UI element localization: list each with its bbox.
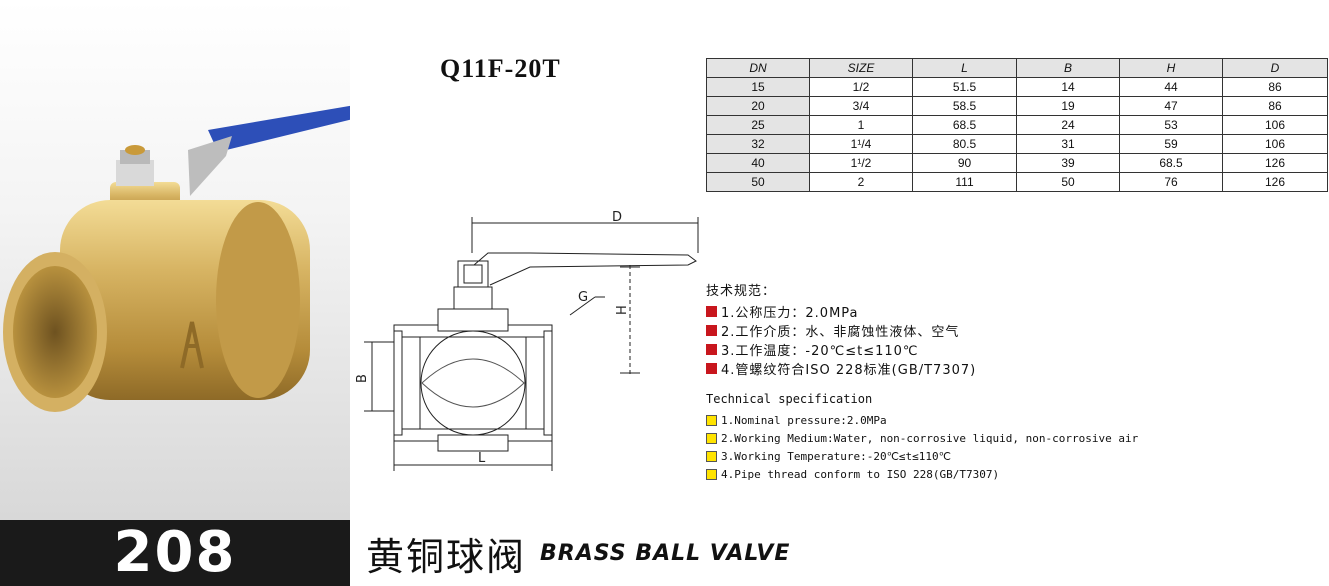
table-cell: 68.5	[1119, 153, 1223, 173]
list-item: 3.Working Temperature:-20℃≤t≤110℃	[706, 447, 1138, 465]
table-cell: 3/4	[809, 96, 913, 116]
product-title-cn: 黄铜球阀	[366, 534, 527, 579]
list-item: 2.工作介质：水、非腐蚀性液体、空气	[706, 321, 976, 340]
technical-drawing: D H G B L	[355, 210, 699, 471]
table-cell: 76	[1119, 172, 1223, 192]
table-cell: 1¹/4	[809, 134, 913, 154]
en-spec-item: 4.Pipe thread conform to ISO 228(GB/T730…	[721, 467, 1000, 481]
table-cell: 1	[809, 115, 913, 135]
table-cell: 15	[706, 77, 810, 97]
product-photo	[0, 0, 350, 520]
table-row: 50 2 111 50 76 126	[706, 172, 1328, 192]
cn-spec-item: 4.管螺纹符合ISO 228标准(GB/T7307)	[721, 363, 977, 378]
header-h: H	[1119, 58, 1223, 78]
table-cell: 126	[1222, 172, 1328, 192]
header-dn: DN	[706, 58, 810, 78]
table-header-row: DN SIZE L B H D	[706, 58, 1328, 78]
label-b: B	[355, 374, 370, 383]
header-l: L	[912, 58, 1017, 78]
table-cell: 40	[706, 153, 810, 173]
cn-spec-item: 2.工作介质：水、非腐蚀性液体、空气	[721, 325, 960, 340]
list-item: 4.Pipe thread conform to ISO 228(GB/T730…	[706, 465, 1138, 483]
label-d: D	[612, 210, 622, 225]
table-cell: 106	[1222, 115, 1328, 135]
table-cell: 32	[706, 134, 810, 154]
table-row: 15 1/2 51.5 14 44 86	[706, 77, 1328, 97]
table-cell: 111	[912, 172, 1017, 192]
table-cell: 1¹/2	[809, 153, 913, 173]
list-item: 3.工作温度：-20℃≤t≤110℃	[706, 340, 976, 359]
table-cell: 14	[1016, 77, 1120, 97]
page-number: 208	[0, 520, 350, 586]
table-row: 25 1 68.5 24 53 106	[706, 115, 1328, 135]
en-spec-item: 1.Nominal pressure:2.0MPa	[721, 413, 887, 427]
table-cell: 24	[1016, 115, 1120, 135]
table-cell: 68.5	[912, 115, 1017, 135]
table-cell: 19	[1016, 96, 1120, 116]
label-l: L	[478, 451, 486, 466]
table-cell: 53	[1119, 115, 1223, 135]
table-cell: 51.5	[912, 77, 1017, 97]
yellow-square-bullet-icon	[706, 432, 717, 444]
table-cell: 80.5	[912, 134, 1017, 154]
label-h: H	[615, 305, 630, 315]
table-cell: 90	[912, 153, 1017, 173]
table-cell: 2	[809, 172, 913, 192]
product-title: 黄铜球阀 BRASS BALL VALVE	[366, 528, 791, 579]
cn-spec-item: 3.工作温度：-20℃≤t≤110℃	[721, 344, 919, 359]
table-cell: 106	[1222, 134, 1328, 154]
list-item: 4.管螺纹符合ISO 228标准(GB/T7307)	[706, 359, 976, 378]
product-title-en: BRASS BALL VALVE	[540, 540, 791, 566]
list-item: 1.Nominal pressure:2.0MPa	[706, 411, 1138, 429]
en-technical-spec: Technical specification 1.Nominal pressu…	[706, 392, 1138, 483]
header-d: D	[1222, 58, 1328, 78]
en-spec-title: Technical specification	[706, 392, 873, 406]
table-cell: 59	[1119, 134, 1223, 154]
table-cell: 31	[1016, 134, 1120, 154]
list-item: 2.Working Medium:Water, non-corrosive li…	[706, 429, 1138, 447]
red-square-bullet-icon	[706, 363, 717, 374]
table-cell: 39	[1016, 153, 1120, 173]
cn-spec-item: 1.公称压力：2.0MPa	[721, 306, 859, 321]
table-cell: 47	[1119, 96, 1223, 116]
cn-technical-spec: 技术规范： 1.公称压力：2.0MPa 2.工作介质：水、非腐蚀性液体、空气 3…	[706, 280, 976, 378]
table-row: 40 1¹/2 90 39 68.5 126	[706, 153, 1328, 173]
table-cell: 20	[706, 96, 810, 116]
label-g: G	[578, 290, 588, 305]
red-square-bullet-icon	[706, 325, 717, 336]
table-cell: 126	[1222, 153, 1328, 173]
table-cell: 86	[1222, 96, 1328, 116]
table-row: 32 1¹/4 80.5 31 59 106	[706, 134, 1328, 154]
yellow-square-bullet-icon	[706, 450, 717, 462]
dimension-table: DN SIZE L B H D 15 1/2 51.5 14 44 86 20 …	[706, 58, 1328, 192]
list-item: 1.公称压力：2.0MPa	[706, 302, 976, 321]
yellow-square-bullet-icon	[706, 414, 717, 426]
brass-ball-valve-image	[3, 105, 350, 412]
header-b: B	[1016, 58, 1120, 78]
table-cell: 25	[706, 115, 810, 135]
en-spec-item: 2.Working Medium:Water, non-corrosive li…	[721, 431, 1139, 445]
yellow-square-bullet-icon	[706, 468, 717, 480]
model-number: Q11F-20T	[440, 54, 561, 83]
table-cell: 58.5	[912, 96, 1017, 116]
table-cell: 50	[706, 172, 810, 192]
table-cell: 86	[1222, 77, 1328, 97]
red-square-bullet-icon	[706, 344, 717, 355]
red-square-bullet-icon	[706, 306, 717, 317]
header-size: SIZE	[809, 58, 913, 78]
table-cell: 50	[1016, 172, 1120, 192]
table-cell: 1/2	[809, 77, 913, 97]
en-spec-item: 3.Working Temperature:-20℃≤t≤110℃	[721, 449, 952, 463]
cn-spec-title: 技术规范：	[706, 284, 777, 299]
table-row: 20 3/4 58.5 19 47 86	[706, 96, 1328, 116]
table-cell: 44	[1119, 77, 1223, 97]
